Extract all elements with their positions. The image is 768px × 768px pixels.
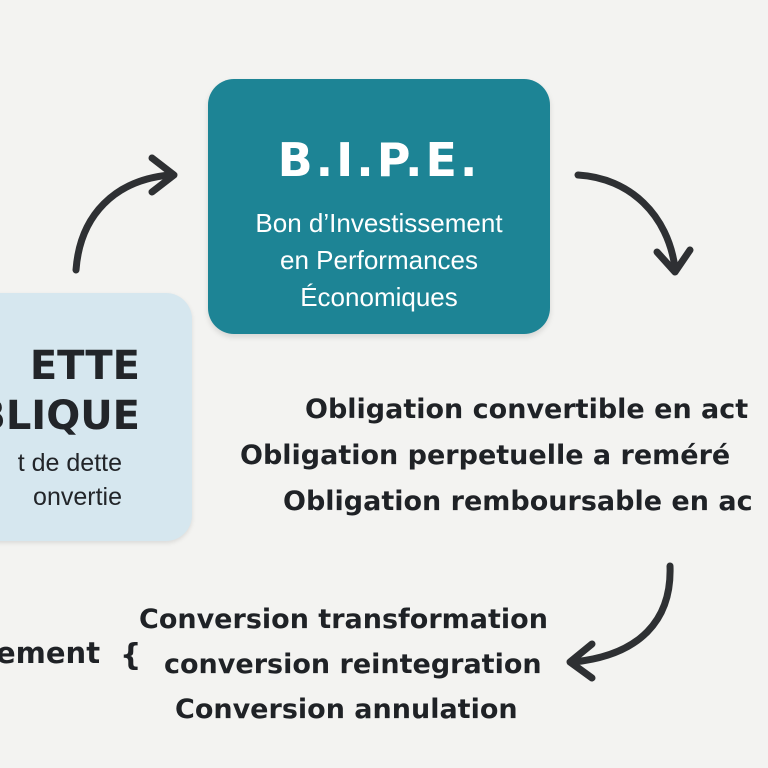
obligation-item: Obligation convertible en act xyxy=(305,394,749,425)
bipe-subtitle-line: Bon d’Investissement xyxy=(255,208,503,238)
arrow-dette-to-bipe xyxy=(72,154,178,274)
dette-subtitle-line: t de dette xyxy=(17,449,122,477)
conversion-item: Conversion transformation xyxy=(139,604,548,635)
dette-subtitle-line: onvertie xyxy=(33,483,122,511)
arrow-bipe-to-obligations xyxy=(574,171,694,276)
dette-title-line: BLIQUE xyxy=(0,393,140,439)
conversion-item: conversion reintegration xyxy=(164,649,542,680)
conversion-brace: { xyxy=(120,638,142,673)
dette-title-line: ETTE xyxy=(29,343,140,389)
conversion-item: Conversion annulation xyxy=(175,694,518,725)
bipe-subtitle-line: Économiques xyxy=(300,282,458,312)
bipe-title: B.I.P.E. xyxy=(277,133,481,187)
conversion-left-label: ement xyxy=(0,636,101,670)
dette-title: ETTE BLIQUE xyxy=(0,341,140,441)
obligation-item: Obligation remboursable en ac xyxy=(283,486,753,517)
bipe-box: B.I.P.E. Bon d’Investissement en Perform… xyxy=(208,79,550,334)
arrow-obligations-to-conversion xyxy=(566,562,674,682)
dette-subtitle: t de dette onvertie xyxy=(18,446,122,514)
dette-publique-box: ETTE BLIQUE t de dette onvertie xyxy=(0,293,192,541)
bipe-subtitle-line: en Performances xyxy=(280,245,478,275)
obligation-item: Obligation perpetuelle a reméré xyxy=(240,440,731,471)
bipe-subtitle: Bon d’Investissement en Performances Éco… xyxy=(208,205,550,316)
